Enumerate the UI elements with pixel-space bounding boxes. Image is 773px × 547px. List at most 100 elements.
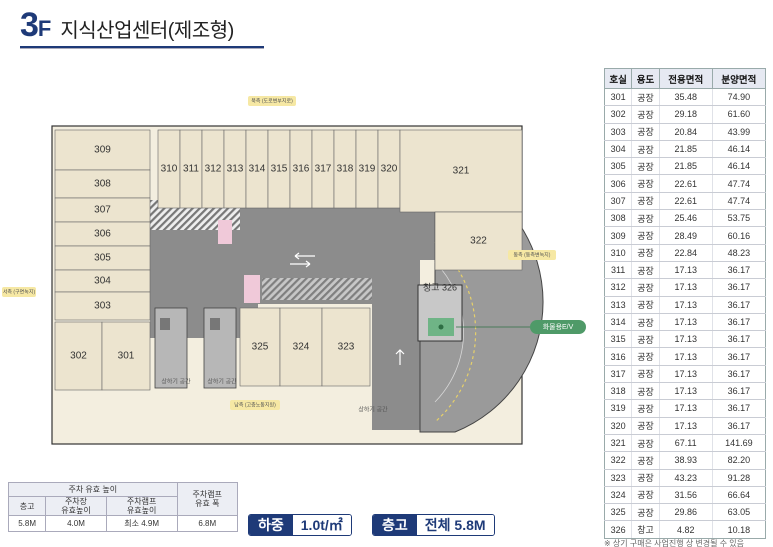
cell-room: 315 bbox=[603, 330, 632, 349]
cell-room: 323 bbox=[603, 469, 632, 487]
cell-usage: 공장 bbox=[631, 261, 660, 280]
elevator-block bbox=[417, 284, 463, 342]
room-302: 302 bbox=[54, 321, 103, 391]
cell-room: 306 bbox=[603, 174, 632, 193]
cell-room: 310 bbox=[603, 244, 632, 262]
col-parking-height: 주차장 유효높이 bbox=[45, 496, 107, 516]
room-label: 321 bbox=[453, 166, 470, 177]
room-label: 325 bbox=[252, 342, 269, 353]
cell-room: 321 bbox=[603, 434, 632, 453]
load-badge: 하중 1.0t/㎡ bbox=[248, 514, 352, 536]
corridor bbox=[150, 208, 435, 430]
cell-sale-area: 10.18 bbox=[711, 520, 767, 539]
cell-exclusive-area: 29.18 bbox=[658, 105, 713, 124]
cell-usage: 공장 bbox=[631, 123, 660, 141]
cell-exclusive-area: 17.13 bbox=[658, 347, 713, 366]
room-label: 304 bbox=[94, 276, 111, 287]
cell-exclusive-area: 22.84 bbox=[658, 244, 713, 262]
cell-exclusive-area: 29.86 bbox=[658, 503, 713, 522]
cell-usage: 공장 bbox=[631, 157, 660, 176]
room-label: 301 bbox=[118, 351, 135, 362]
cell-sale-area: 74.90 bbox=[711, 88, 767, 107]
cell-usage: 공장 bbox=[631, 105, 660, 124]
header-underline-thin bbox=[20, 48, 264, 49]
cell-room: 303 bbox=[603, 123, 632, 141]
room-label: 302 bbox=[70, 351, 87, 362]
ramp-lane bbox=[434, 241, 477, 423]
cell-room: 324 bbox=[603, 486, 632, 505]
cell-room: 312 bbox=[603, 278, 632, 297]
cell-sale-area: 36.17 bbox=[711, 365, 767, 384]
cell-room: 325 bbox=[603, 503, 632, 522]
cell-exclusive-area: 17.13 bbox=[658, 365, 713, 384]
core-left bbox=[154, 307, 188, 389]
cell-sale-area: 36.17 bbox=[711, 347, 767, 366]
room-label: 303 bbox=[94, 301, 111, 312]
room-318: 318 bbox=[333, 129, 357, 209]
room-label: 311 bbox=[183, 164, 199, 175]
col-sale-area: 분양면적 bbox=[711, 68, 767, 89]
col-floor-height: 층고 bbox=[7, 496, 47, 516]
cell-sale-area: 61.60 bbox=[711, 105, 767, 124]
cell-room: 319 bbox=[603, 399, 632, 418]
cell-sale-area: 46.14 bbox=[711, 140, 767, 159]
room-306: 306 bbox=[54, 221, 151, 247]
room-301: 301 bbox=[101, 321, 151, 391]
cell-sale-area: 91.28 bbox=[711, 469, 767, 487]
cell-exclusive-area: 31.56 bbox=[658, 486, 713, 505]
room-309: 309 bbox=[54, 129, 151, 171]
room-label: 305 bbox=[94, 253, 111, 264]
cell-usage: 공장 bbox=[631, 399, 660, 418]
cell-sale-area: 141.69 bbox=[711, 434, 767, 453]
cell-sale-area: 63.05 bbox=[711, 503, 767, 522]
cell-exclusive-area: 17.13 bbox=[658, 278, 713, 297]
pink-zone-2 bbox=[218, 220, 232, 244]
label-lift-right: 상하기 공간 bbox=[358, 406, 388, 414]
floor-height-badge: 층고 전체 5.8M bbox=[372, 514, 495, 536]
cell-usage: 공장 bbox=[631, 88, 660, 107]
label-lift-left: 상하기 공간 bbox=[161, 378, 191, 386]
cell-room: 318 bbox=[603, 382, 632, 401]
load-key: 하중 bbox=[249, 515, 293, 535]
room-label: 322 bbox=[470, 236, 487, 247]
cell-exclusive-area: 25.46 bbox=[658, 209, 713, 228]
cell-exclusive-area: 17.13 bbox=[658, 330, 713, 349]
cell-room: 311 bbox=[603, 261, 632, 280]
room-316: 316 bbox=[289, 129, 313, 209]
room-322: 322 bbox=[434, 211, 523, 271]
cell-sale-area: 46.14 bbox=[711, 157, 767, 176]
label-north: 북측 (도로변부지로) bbox=[251, 97, 293, 104]
cell-exclusive-area: 43.23 bbox=[658, 469, 713, 487]
room-307: 307 bbox=[54, 197, 151, 223]
cell-sale-area: 36.17 bbox=[711, 261, 767, 280]
room-label: 309 bbox=[94, 145, 111, 156]
ramp-lane-2 bbox=[434, 261, 464, 403]
cell-exclusive-area: 21.85 bbox=[658, 157, 713, 176]
room-label: 316 bbox=[293, 164, 310, 175]
cell-sale-area: 48.23 bbox=[711, 244, 767, 262]
cell-sale-area: 47.74 bbox=[711, 174, 767, 193]
cell-room: 301 bbox=[603, 88, 632, 107]
cell-sale-area: 47.74 bbox=[711, 192, 767, 211]
room-308: 308 bbox=[54, 169, 151, 199]
cell-usage: 창고 bbox=[631, 520, 660, 539]
room-label: 319 bbox=[359, 164, 376, 175]
cell-usage: 공장 bbox=[631, 347, 660, 366]
page-header: 3F 지식산업센터(제조형) bbox=[20, 6, 234, 46]
page-title: 지식산업센터(제조형) bbox=[60, 20, 234, 42]
cell-sale-area: 43.99 bbox=[711, 123, 767, 141]
cell-sale-area: 36.17 bbox=[711, 330, 767, 349]
